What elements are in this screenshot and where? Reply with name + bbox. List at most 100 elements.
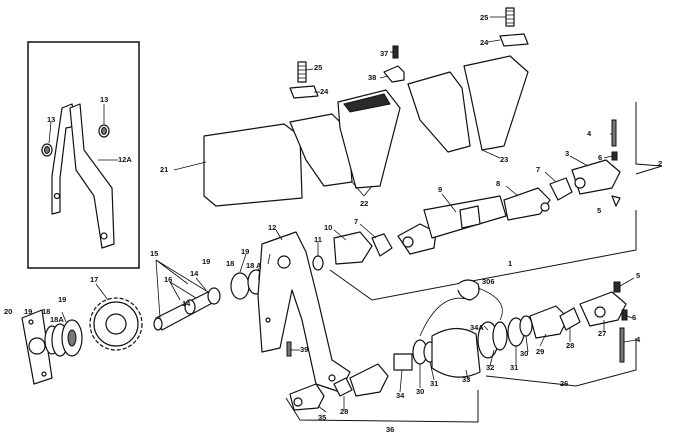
callout-18-b: 18 xyxy=(226,259,234,268)
callout-3: 3 xyxy=(565,149,569,158)
cross-7-right xyxy=(549,177,573,201)
callout-20: 20 xyxy=(4,307,12,316)
callout-32: 32 xyxy=(486,363,494,372)
bracket-12a-rear xyxy=(69,103,115,249)
leader-17 xyxy=(95,283,109,301)
callout-15: 15 xyxy=(150,249,158,258)
frame-12-plate xyxy=(257,231,351,393)
bracket-36 xyxy=(285,390,479,423)
callout-1: 1 xyxy=(508,259,512,268)
leader-35 xyxy=(317,405,327,413)
seal-32 xyxy=(492,321,508,351)
spring-25-left xyxy=(297,61,307,83)
leader-14-b xyxy=(195,277,207,291)
callout-8: 8 xyxy=(496,179,500,188)
shield-22 xyxy=(337,89,401,189)
bracket-1 xyxy=(329,210,637,301)
callout-21: 21 xyxy=(160,165,168,174)
callout-12: 12 xyxy=(268,223,276,232)
bracket-2-lower xyxy=(635,165,663,175)
leader-7-left xyxy=(359,223,377,239)
upper-drive-assembly xyxy=(312,102,663,301)
leader-4-lower xyxy=(623,339,637,343)
leader-lines xyxy=(61,16,637,413)
spring-6-upper xyxy=(611,151,618,161)
leader-32 xyxy=(489,349,495,367)
bushing-13-left-bore xyxy=(44,146,50,154)
leader-6-lower xyxy=(626,315,633,319)
callout-18a-a: 18A xyxy=(50,315,64,324)
bracket-2 xyxy=(635,102,663,167)
callout-28-right: 28 xyxy=(566,341,574,350)
boot-33 xyxy=(431,327,481,378)
callout-31-b: 31 xyxy=(510,363,518,372)
shield-group xyxy=(203,7,529,207)
callout-19-c: 19 xyxy=(202,257,210,266)
callout-25-left: 25 xyxy=(314,63,322,72)
callout-30-a: 30 xyxy=(416,387,424,396)
frame-12-hole-1 xyxy=(265,317,271,323)
spring-25-top xyxy=(505,7,515,27)
sprocket-17-hub xyxy=(105,313,127,335)
flange-20-bolt-2 xyxy=(41,371,47,377)
tube-9-inner xyxy=(459,205,481,229)
callout-13-left: 13 xyxy=(47,115,55,124)
callout-38: 38 xyxy=(368,73,376,82)
spring-6-lower xyxy=(621,309,628,321)
callout-7-right: 7 xyxy=(536,165,540,174)
bracket-12a-hole-2 xyxy=(53,192,61,200)
leader-8 xyxy=(505,185,519,197)
callout-36: 36 xyxy=(386,425,394,434)
frame-12-hole-2 xyxy=(328,374,336,382)
clip-5-lower xyxy=(613,281,621,293)
collar-14-b xyxy=(207,287,221,305)
callout-5-lower: 5 xyxy=(636,271,640,280)
callout-19-b: 19 xyxy=(58,295,66,304)
callout-35: 35 xyxy=(318,413,326,422)
snap-ring-306 xyxy=(457,279,480,301)
plate-24-left xyxy=(289,85,319,99)
leader-19-d xyxy=(267,253,271,265)
yoke-3-eye xyxy=(574,177,586,189)
shaft-34 xyxy=(393,353,413,371)
callout-30-b: 30 xyxy=(520,349,528,358)
leader-12 xyxy=(275,229,283,241)
leader-10 xyxy=(333,229,347,241)
spring-25-top-coils xyxy=(506,10,514,24)
ring-11 xyxy=(312,255,324,271)
callout-17: 17 xyxy=(90,275,98,284)
leader-18a-b xyxy=(257,267,261,273)
callout-16: 16 xyxy=(164,275,172,284)
bracket-12a-hole xyxy=(100,232,108,240)
leader-25-left xyxy=(305,68,314,71)
callout-12a: 12A xyxy=(118,155,132,164)
leader-16 xyxy=(169,281,197,301)
shield-21 xyxy=(203,123,303,207)
callout-18-a: 18 xyxy=(42,307,50,316)
callout-11: 11 xyxy=(314,235,322,244)
callout-14-a: 14 xyxy=(182,299,191,308)
bearing-18a-a-bore xyxy=(67,329,77,347)
callout-29: 29 xyxy=(536,347,544,356)
cross-28-left xyxy=(333,377,353,397)
yoke-35 xyxy=(289,383,325,411)
callout-10: 10 xyxy=(324,223,332,232)
callout-6-lower: 6 xyxy=(632,313,636,322)
callout-306: 306 xyxy=(482,277,495,286)
leader-34a xyxy=(483,325,489,331)
callout-24-left: 24 xyxy=(320,87,329,96)
inset-detail-12a xyxy=(27,41,140,269)
callout-13-right: 13 xyxy=(100,95,108,104)
callout-28-left: 28 xyxy=(340,407,348,416)
clip-5-upper xyxy=(611,195,621,207)
leader-23 xyxy=(481,149,501,159)
spring-25-left-coils xyxy=(298,65,306,79)
main-frame-12 xyxy=(257,231,351,393)
leader-31-a xyxy=(429,361,435,381)
yoke-35-eye xyxy=(293,397,303,407)
pin-4-upper xyxy=(611,119,617,147)
callout-2: 2 xyxy=(658,159,662,168)
yoke-lower-mid xyxy=(349,363,389,397)
callout-18a-b: 18 A xyxy=(246,261,262,270)
leader-13a xyxy=(48,121,52,144)
